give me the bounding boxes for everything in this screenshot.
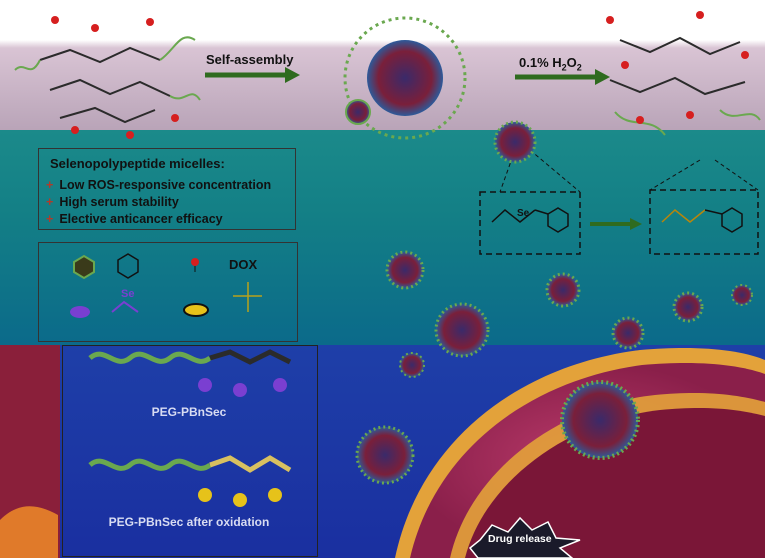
left-cell-edge xyxy=(0,345,60,558)
chain-label-1: PEG-PBnSec xyxy=(151,405,227,419)
self-assembly-arrow xyxy=(205,67,300,83)
legend-dox: DOX xyxy=(229,257,258,272)
drug-release-label: Drug release xyxy=(488,533,552,545)
micelle-top xyxy=(343,16,467,140)
legend-icons xyxy=(70,253,262,318)
structure-arrow xyxy=(590,218,642,230)
dox-dots-top-right xyxy=(606,11,749,124)
structure-box-before xyxy=(479,191,581,255)
label-se: Se xyxy=(517,208,530,219)
oxidized-network xyxy=(609,36,761,136)
drug-release-burst xyxy=(468,516,581,558)
background-middle xyxy=(0,130,765,345)
left-organelle xyxy=(0,506,58,558)
polymer-network xyxy=(14,36,201,124)
property-1: +Low ROS-responsive concentration xyxy=(46,178,272,192)
small-micelle xyxy=(345,99,371,125)
label-self-assembly: Self-assembly xyxy=(206,52,294,67)
dox-dots-top-left xyxy=(51,16,179,139)
chain-label-2: PEG-PBnSec after oxidation xyxy=(108,515,270,529)
cell-membrane xyxy=(395,348,765,558)
legend-box xyxy=(38,242,298,342)
micelles-middle xyxy=(355,120,753,485)
properties-box xyxy=(38,148,296,230)
legend-se: Se xyxy=(121,288,135,300)
polymer-chains xyxy=(88,349,292,507)
label-oxidant: 0.1% H2O2 xyxy=(519,55,582,73)
property-2: +High serum stability xyxy=(46,195,179,209)
property-3: +Elective anticancer efficacy xyxy=(46,212,223,226)
chain-box xyxy=(62,345,318,557)
properties-title: Selenopolypeptide micelles: xyxy=(50,156,225,171)
structure-box-after xyxy=(649,189,759,255)
oxidation-arrow xyxy=(515,69,610,85)
